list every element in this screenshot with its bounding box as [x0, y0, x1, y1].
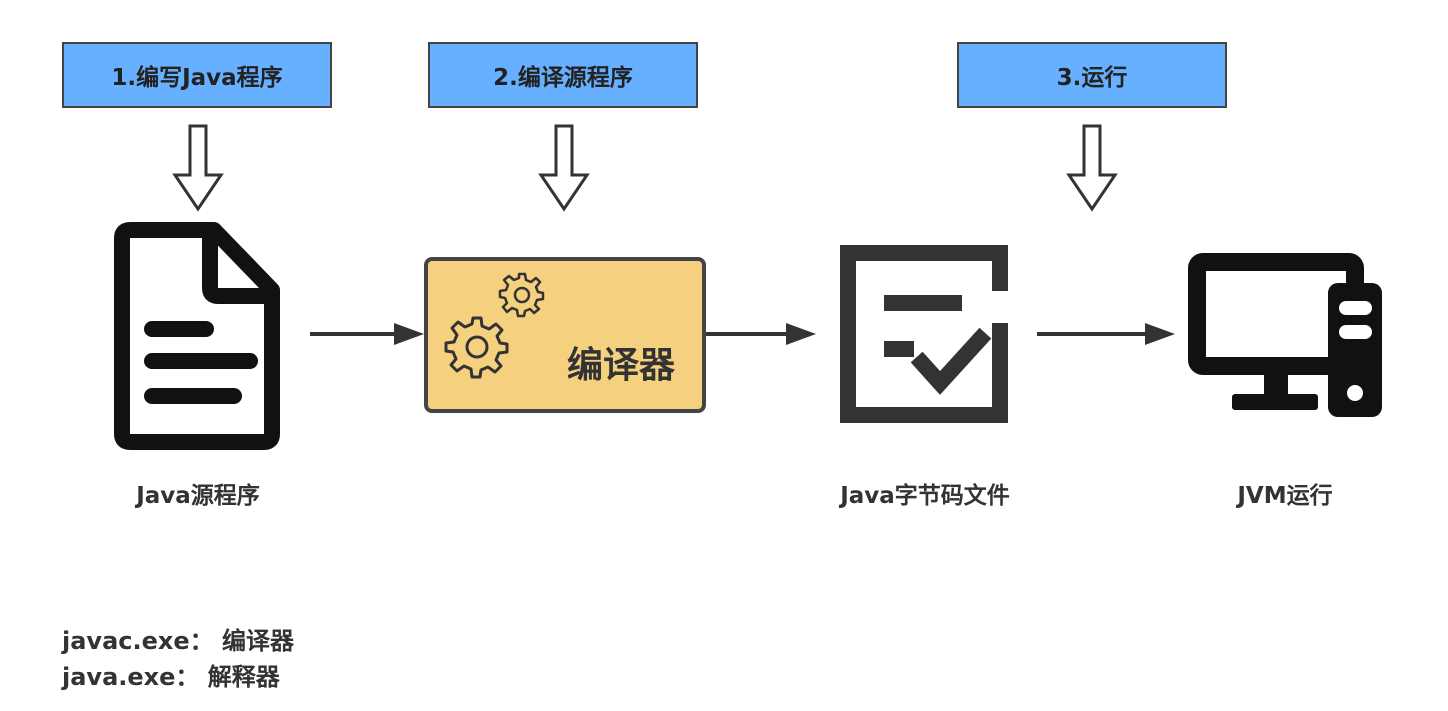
down-arrow-icon [538, 124, 590, 212]
caption-bytecode: Java字节码文件 [840, 483, 1010, 509]
step-box-compile: 2.编译源程序 [428, 42, 698, 108]
note-javac: javac.exe： 编译器 [62, 627, 294, 655]
right-arrow-icon [1037, 323, 1175, 345]
right-arrow-icon [706, 323, 816, 345]
caption-jvm: JVM运行 [1237, 483, 1333, 509]
step-box-run: 3.运行 [957, 42, 1227, 108]
down-arrow-icon [172, 124, 224, 212]
step-box-write: 1.编写Java程序 [62, 42, 332, 108]
down-arrow-icon [1066, 124, 1118, 212]
compiler-label: 编译器 [566, 345, 675, 386]
computer-icon [1188, 253, 1382, 417]
caption-source: Java源程序 [136, 483, 260, 509]
right-arrow-icon [310, 323, 424, 345]
checklist-icon [840, 245, 1008, 423]
step-label-run: 3.运行 [1056, 65, 1128, 91]
compiler-box [424, 257, 706, 413]
note-java: java.exe： 解释器 [62, 663, 280, 691]
gear-icon [498, 272, 545, 318]
step-label-compile: 2.编译源程序 [493, 65, 633, 91]
gear-icon [444, 316, 509, 379]
step-label-write: 1.编写Java程序 [111, 65, 283, 91]
document-icon [114, 222, 280, 450]
